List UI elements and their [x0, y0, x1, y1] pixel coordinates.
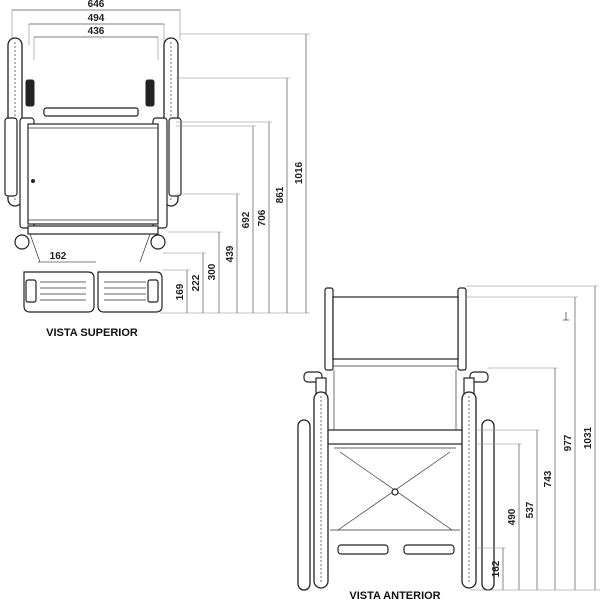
left-wheel	[4, 37, 23, 207]
dim-frame-width: 494	[28, 13, 165, 45]
top-view: 646 494 436	[4, 0, 310, 339]
dim-seat-width: 436	[33, 26, 159, 60]
left-caster	[14, 234, 30, 250]
dim-text-490: 490	[507, 508, 518, 525]
left-footrest	[23, 271, 95, 313]
dim-537: 537	[476, 429, 540, 590]
right-footrest	[97, 271, 163, 313]
dim-162-front: 162	[476, 547, 506, 590]
front-left-wheel	[297, 391, 329, 591]
dim-706: 706	[176, 121, 272, 313]
dim-text-692: 692	[241, 211, 252, 228]
dim-490: 490	[476, 443, 522, 590]
dim-text-977: 977	[563, 434, 574, 451]
dim-text-1031: 1031	[583, 426, 594, 449]
dim-text-162-top: 162	[50, 251, 67, 262]
dim-overall-width: 646	[11, 0, 181, 40]
dim-861: 861	[176, 77, 290, 313]
dim-text-706: 706	[257, 209, 268, 226]
dim-text-436: 436	[88, 26, 105, 37]
dim-text-300: 300	[207, 263, 218, 280]
dim-1016: 1016	[180, 33, 310, 313]
seat-marker	[31, 179, 35, 183]
dim-169: 169	[162, 269, 190, 313]
right-caster	[150, 234, 166, 250]
dim-text-861: 861	[275, 186, 286, 203]
dim-text-222: 222	[191, 274, 202, 291]
dim-text-162-front: 162	[491, 560, 502, 577]
left-push-handle	[25, 79, 35, 107]
front-right-wheel	[461, 391, 495, 591]
right-push-handle	[145, 79, 155, 107]
front-view: 1031 977 743 537 490 162 VISTA ANTERIOR	[297, 285, 600, 602]
dim-text-439: 439	[225, 245, 236, 262]
cross-brace	[330, 447, 460, 531]
dim-977: 977	[466, 296, 578, 590]
dim-text-494: 494	[88, 13, 105, 24]
dim-1031: 1031	[466, 285, 598, 590]
front-left-footrest	[337, 544, 389, 555]
dim-text-646: 646	[88, 0, 105, 10]
dim-439: 439	[176, 193, 240, 313]
front-backrest	[324, 287, 467, 371]
top-view-label: VISTA SUPERIOR	[46, 327, 138, 339]
dim-692: 692	[176, 125, 256, 313]
seat	[27, 123, 159, 225]
dim-text-169: 169	[175, 283, 186, 300]
backrest	[43, 107, 139, 117]
dim-footrest-gap: 162	[38, 251, 96, 263]
front-right-footrest	[403, 544, 455, 555]
dim-743: 743	[488, 367, 558, 590]
dim-300: 300	[168, 231, 222, 313]
dim-text-537: 537	[525, 501, 536, 518]
front-seat	[323, 429, 467, 445]
dim-text-743: 743	[543, 470, 554, 487]
dim-text-1016: 1016	[294, 161, 305, 184]
dim-222: 222	[162, 252, 206, 313]
front-crossbar	[27, 225, 159, 235]
front-view-label: VISTA ANTERIOR	[349, 590, 440, 602]
